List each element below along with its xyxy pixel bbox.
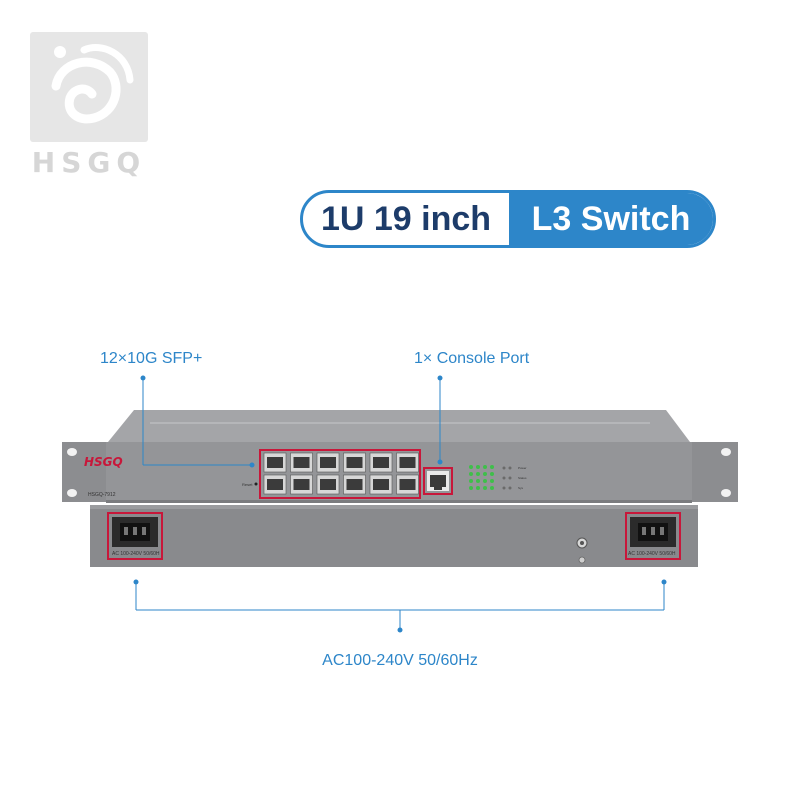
inlet-right-text: AC 100-240V 50/60H (628, 551, 676, 557)
sfp-port-cage (293, 479, 310, 490)
headline-type: L3 Switch (509, 193, 713, 245)
status-led (490, 486, 494, 490)
callout-power-bracket (133, 579, 667, 633)
status-led (476, 472, 480, 476)
status-led (469, 486, 473, 490)
status-led (490, 479, 494, 483)
sfp-port-cage (373, 457, 389, 468)
led-label-sys: Sys (518, 486, 524, 490)
callout-sfp-line (140, 375, 255, 468)
sfp-highlight (259, 449, 421, 499)
console-port-icon (430, 475, 446, 487)
status-led (469, 465, 473, 469)
status-led (469, 472, 473, 476)
power-inlet-left: AC 100-240V 50/60H (107, 512, 163, 560)
console-highlight (423, 467, 453, 495)
system-led (502, 486, 506, 490)
logo-swirl-icon (51, 44, 134, 124)
logo-wordmark: HSGQ (31, 146, 147, 179)
sfp-port-cage (346, 479, 363, 490)
system-led (508, 476, 512, 480)
headline-size: 1U 19 inch (320, 199, 492, 238)
rack-ear-right (692, 442, 738, 502)
front-model: HSGQ-7912 (88, 492, 116, 498)
brand-logo: HSGQ (28, 30, 150, 179)
sfp-port-cage (267, 479, 283, 490)
front-chassis-top (108, 410, 690, 442)
system-led (508, 486, 512, 490)
rear-chassis (90, 505, 698, 567)
sfp-port-cage (320, 457, 336, 468)
system-led (502, 466, 506, 470)
callout-console-label: 1× Console Port (414, 350, 530, 367)
inlet-left-text: AC 100-240V 50/60H (112, 551, 160, 557)
led-label-status: Status (518, 476, 527, 480)
status-led (483, 479, 487, 483)
callout-console-line (437, 375, 443, 465)
callout-power-label: AC100-240V 50/60Hz (322, 652, 478, 669)
system-led (508, 466, 512, 470)
status-led (476, 486, 480, 490)
reset-label: Reset (242, 482, 253, 487)
status-led (483, 472, 487, 476)
status-led (490, 465, 494, 469)
led-label-power: Power (518, 466, 527, 470)
status-led (490, 472, 494, 476)
sfp-port-cage (267, 457, 283, 468)
sfp-port-cage (399, 457, 416, 468)
front-brand: HSGQ (84, 455, 123, 469)
status-led (483, 486, 487, 490)
sfp-port-cage (320, 479, 336, 490)
status-led (476, 479, 480, 483)
led-panel (469, 465, 512, 490)
status-led (469, 479, 473, 483)
sfp-port-group (263, 452, 419, 495)
sfp-port-cage (373, 479, 389, 490)
sfp-port-cage (399, 479, 416, 490)
status-led (476, 465, 480, 469)
sfp-port-cage (346, 457, 363, 468)
headline-badge: 1U 19 inch L3 Switch (300, 190, 716, 248)
sfp-port-cage (293, 457, 310, 468)
callout-sfp-label: 12×10G SFP+ (100, 350, 203, 367)
status-led (483, 465, 487, 469)
power-inlet-right: AC 100-240V 50/60H (625, 512, 681, 560)
system-led (502, 476, 506, 480)
logo-emblem (30, 32, 148, 142)
